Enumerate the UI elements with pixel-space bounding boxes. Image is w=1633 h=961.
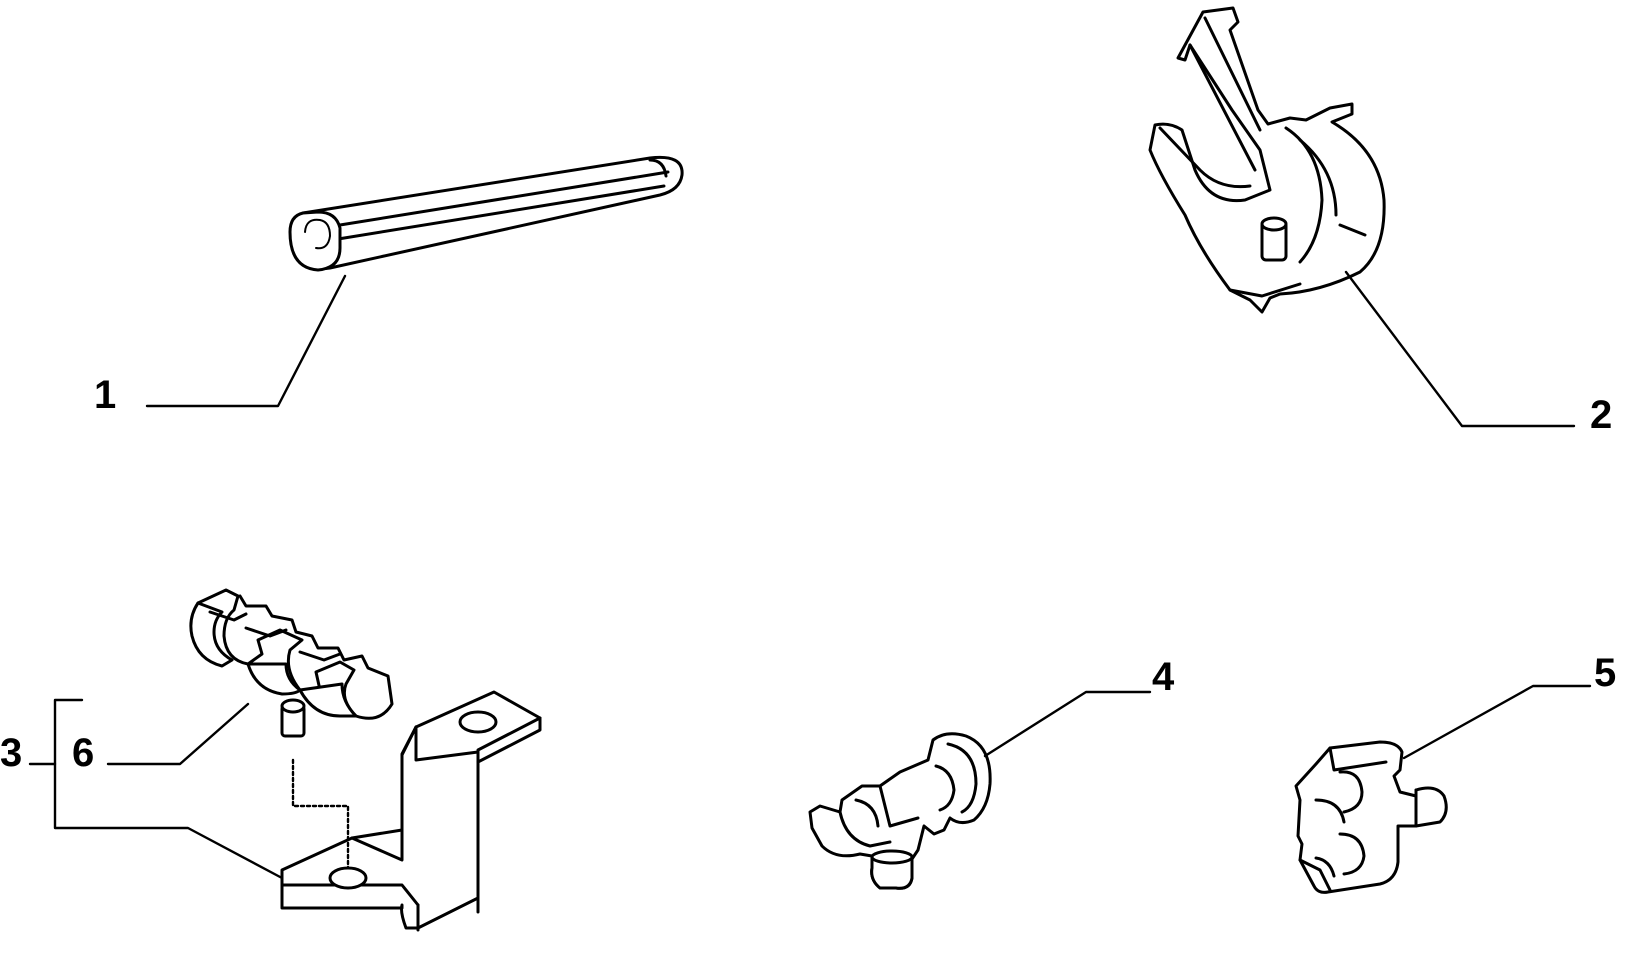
leader-lines bbox=[28, 270, 1592, 880]
leader-3-bracket bbox=[53, 698, 284, 880]
leader-stud-dashed bbox=[291, 758, 350, 870]
part-6-multi-clip bbox=[189, 588, 394, 738]
callout-4: 4 bbox=[1152, 655, 1175, 699]
callout-5: 5 bbox=[1594, 651, 1616, 695]
leader-5 bbox=[1402, 684, 1592, 760]
part-4-clip bbox=[808, 732, 992, 890]
leader-6 bbox=[106, 702, 250, 766]
callout-6: 6 bbox=[72, 731, 94, 775]
part-3-bracket bbox=[280, 690, 542, 932]
callout-1: 1 bbox=[94, 373, 116, 417]
callout-3: 3 bbox=[0, 731, 22, 775]
leader-1 bbox=[145, 274, 347, 408]
callout-2: 2 bbox=[1590, 393, 1612, 437]
part-2-clip bbox=[1148, 6, 1386, 314]
leader-2 bbox=[1344, 270, 1576, 428]
leader-4 bbox=[983, 690, 1152, 758]
part-1-rail bbox=[288, 155, 684, 272]
part-5-clip bbox=[1294, 740, 1448, 894]
